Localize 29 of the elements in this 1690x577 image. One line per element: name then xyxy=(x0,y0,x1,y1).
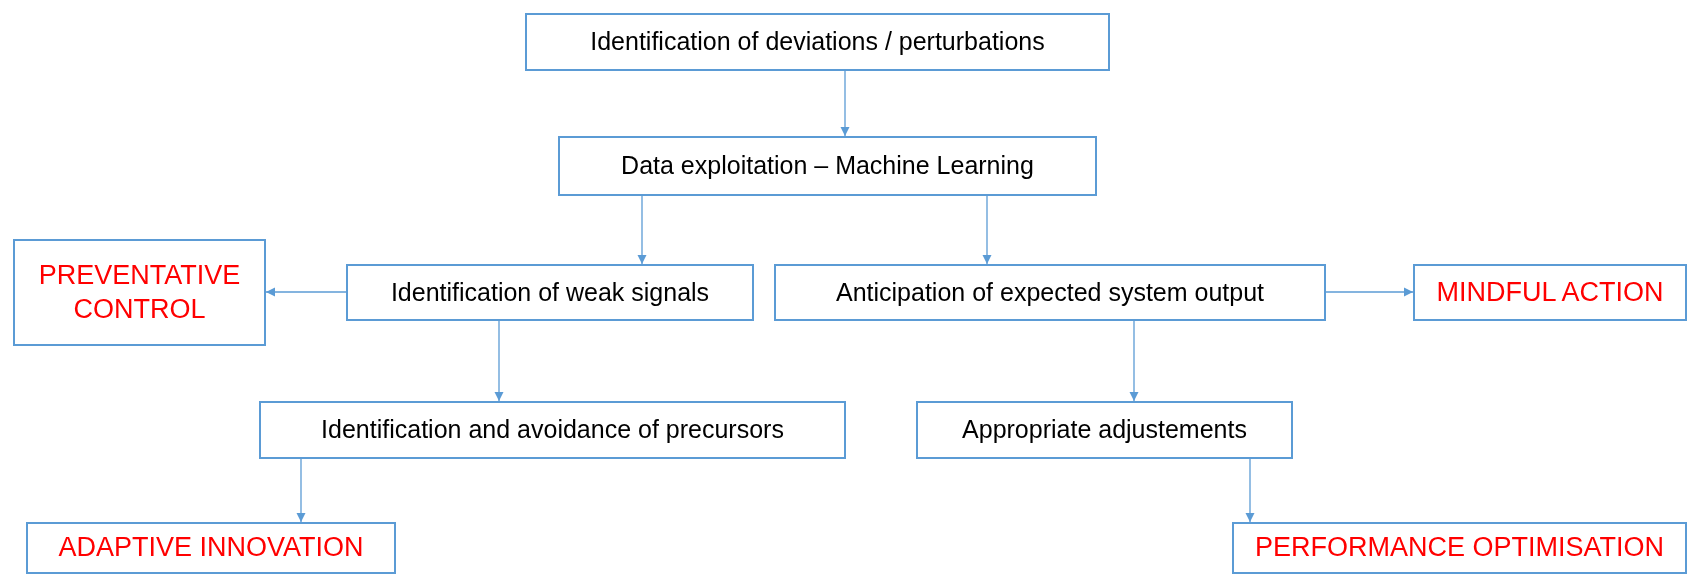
arrow xyxy=(296,458,306,523)
outcome-box xyxy=(1232,522,1687,574)
box-label: Identification of weak signals xyxy=(390,276,710,308)
process-box xyxy=(259,401,846,459)
box-label: Identification and avoidance of precursors xyxy=(321,414,784,446)
process-box xyxy=(558,136,1097,196)
box-label: Identification of deviations / perturbations xyxy=(590,26,1045,58)
box-label: Appropriate adjustements xyxy=(962,414,1247,446)
box-label: PREVENTATIVE CONTROL xyxy=(37,258,242,326)
arrow xyxy=(265,287,347,297)
process-box xyxy=(916,401,1293,459)
arrow xyxy=(840,70,850,137)
arrow xyxy=(982,195,992,265)
box-label: MINDFUL ACTION xyxy=(1436,275,1664,309)
box-label: ADAPTIVE INNOVATION xyxy=(58,531,364,565)
process-box xyxy=(346,264,754,321)
process-box xyxy=(774,264,1326,321)
arrow xyxy=(1129,320,1139,402)
arrow xyxy=(1325,287,1414,297)
arrow xyxy=(1245,458,1255,523)
box-label: Data exploitation – Machine Learning xyxy=(621,150,1034,182)
outcome-box xyxy=(1413,264,1687,321)
box-label: Anticipation of expected system output xyxy=(836,276,1264,308)
box-label: PERFORMANCE OPTIMISATION xyxy=(1255,531,1664,565)
arrow xyxy=(637,195,647,265)
outcome-box xyxy=(26,522,396,574)
process-box xyxy=(525,13,1110,71)
outcome-box xyxy=(13,239,266,346)
arrow xyxy=(494,320,504,402)
